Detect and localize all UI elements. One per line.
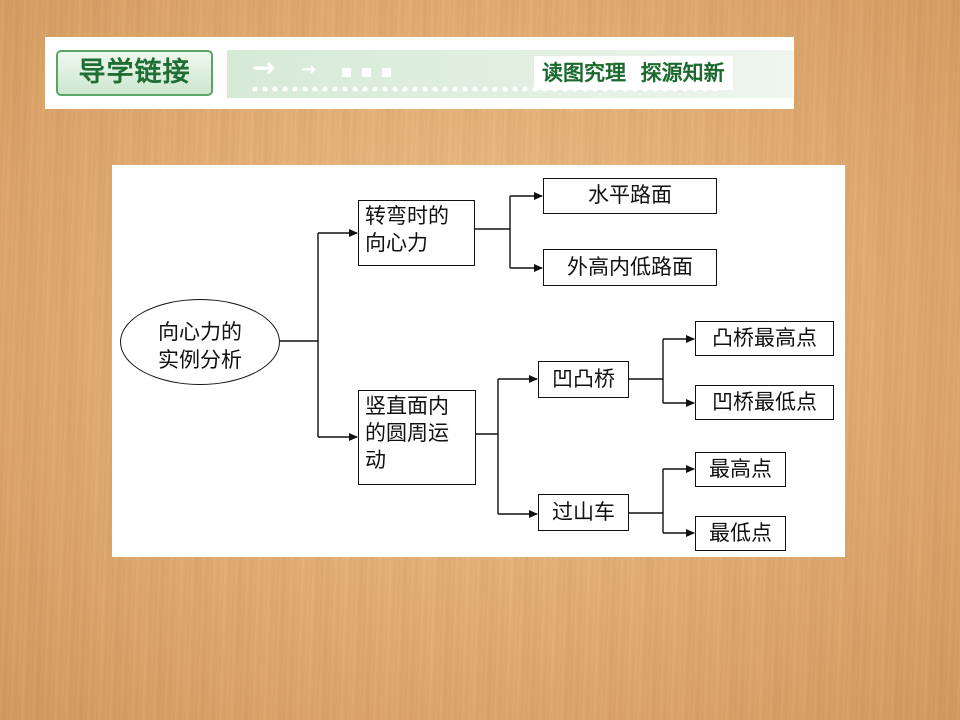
node-root: 向心力的 实例分析	[120, 299, 280, 385]
node-vertical: 竖直面内 的圆周运 动	[358, 390, 476, 485]
connector-lines	[280, 192, 695, 537]
square-dot-icon	[342, 68, 351, 77]
banner-slogan: 读图究理 探源知新	[534, 56, 733, 90]
node-coaster: 过山车	[538, 494, 629, 531]
node-coaster-top: 最高点	[695, 452, 786, 487]
concept-map: 向心力的 实例分析 转弯时的 向心力 水平路面 外高内低路面 竖直面内 的圆周运…	[112, 165, 845, 557]
node-turning: 转弯时的 向心力	[358, 200, 475, 266]
section-tag: 导学链接	[56, 50, 213, 96]
node-flat-road: 水平路面	[543, 178, 717, 214]
dotted-line-decoration	[250, 85, 720, 93]
node-bridge-top: 凸桥最高点	[695, 321, 834, 356]
node-bridge: 凹凸桥	[538, 361, 629, 398]
arrow-right-small-icon: →	[301, 59, 317, 80]
square-dot-icon	[382, 68, 391, 77]
node-banked-road: 外高内低路面	[543, 249, 717, 286]
square-dot-icon	[362, 68, 371, 77]
arrow-right-icon: →	[252, 51, 276, 84]
node-bridge-bottom: 凹桥最低点	[695, 385, 834, 420]
node-coaster-bottom: 最低点	[695, 516, 786, 551]
section-banner: 导学链接 → → 读图究理 探源知新	[45, 37, 794, 109]
